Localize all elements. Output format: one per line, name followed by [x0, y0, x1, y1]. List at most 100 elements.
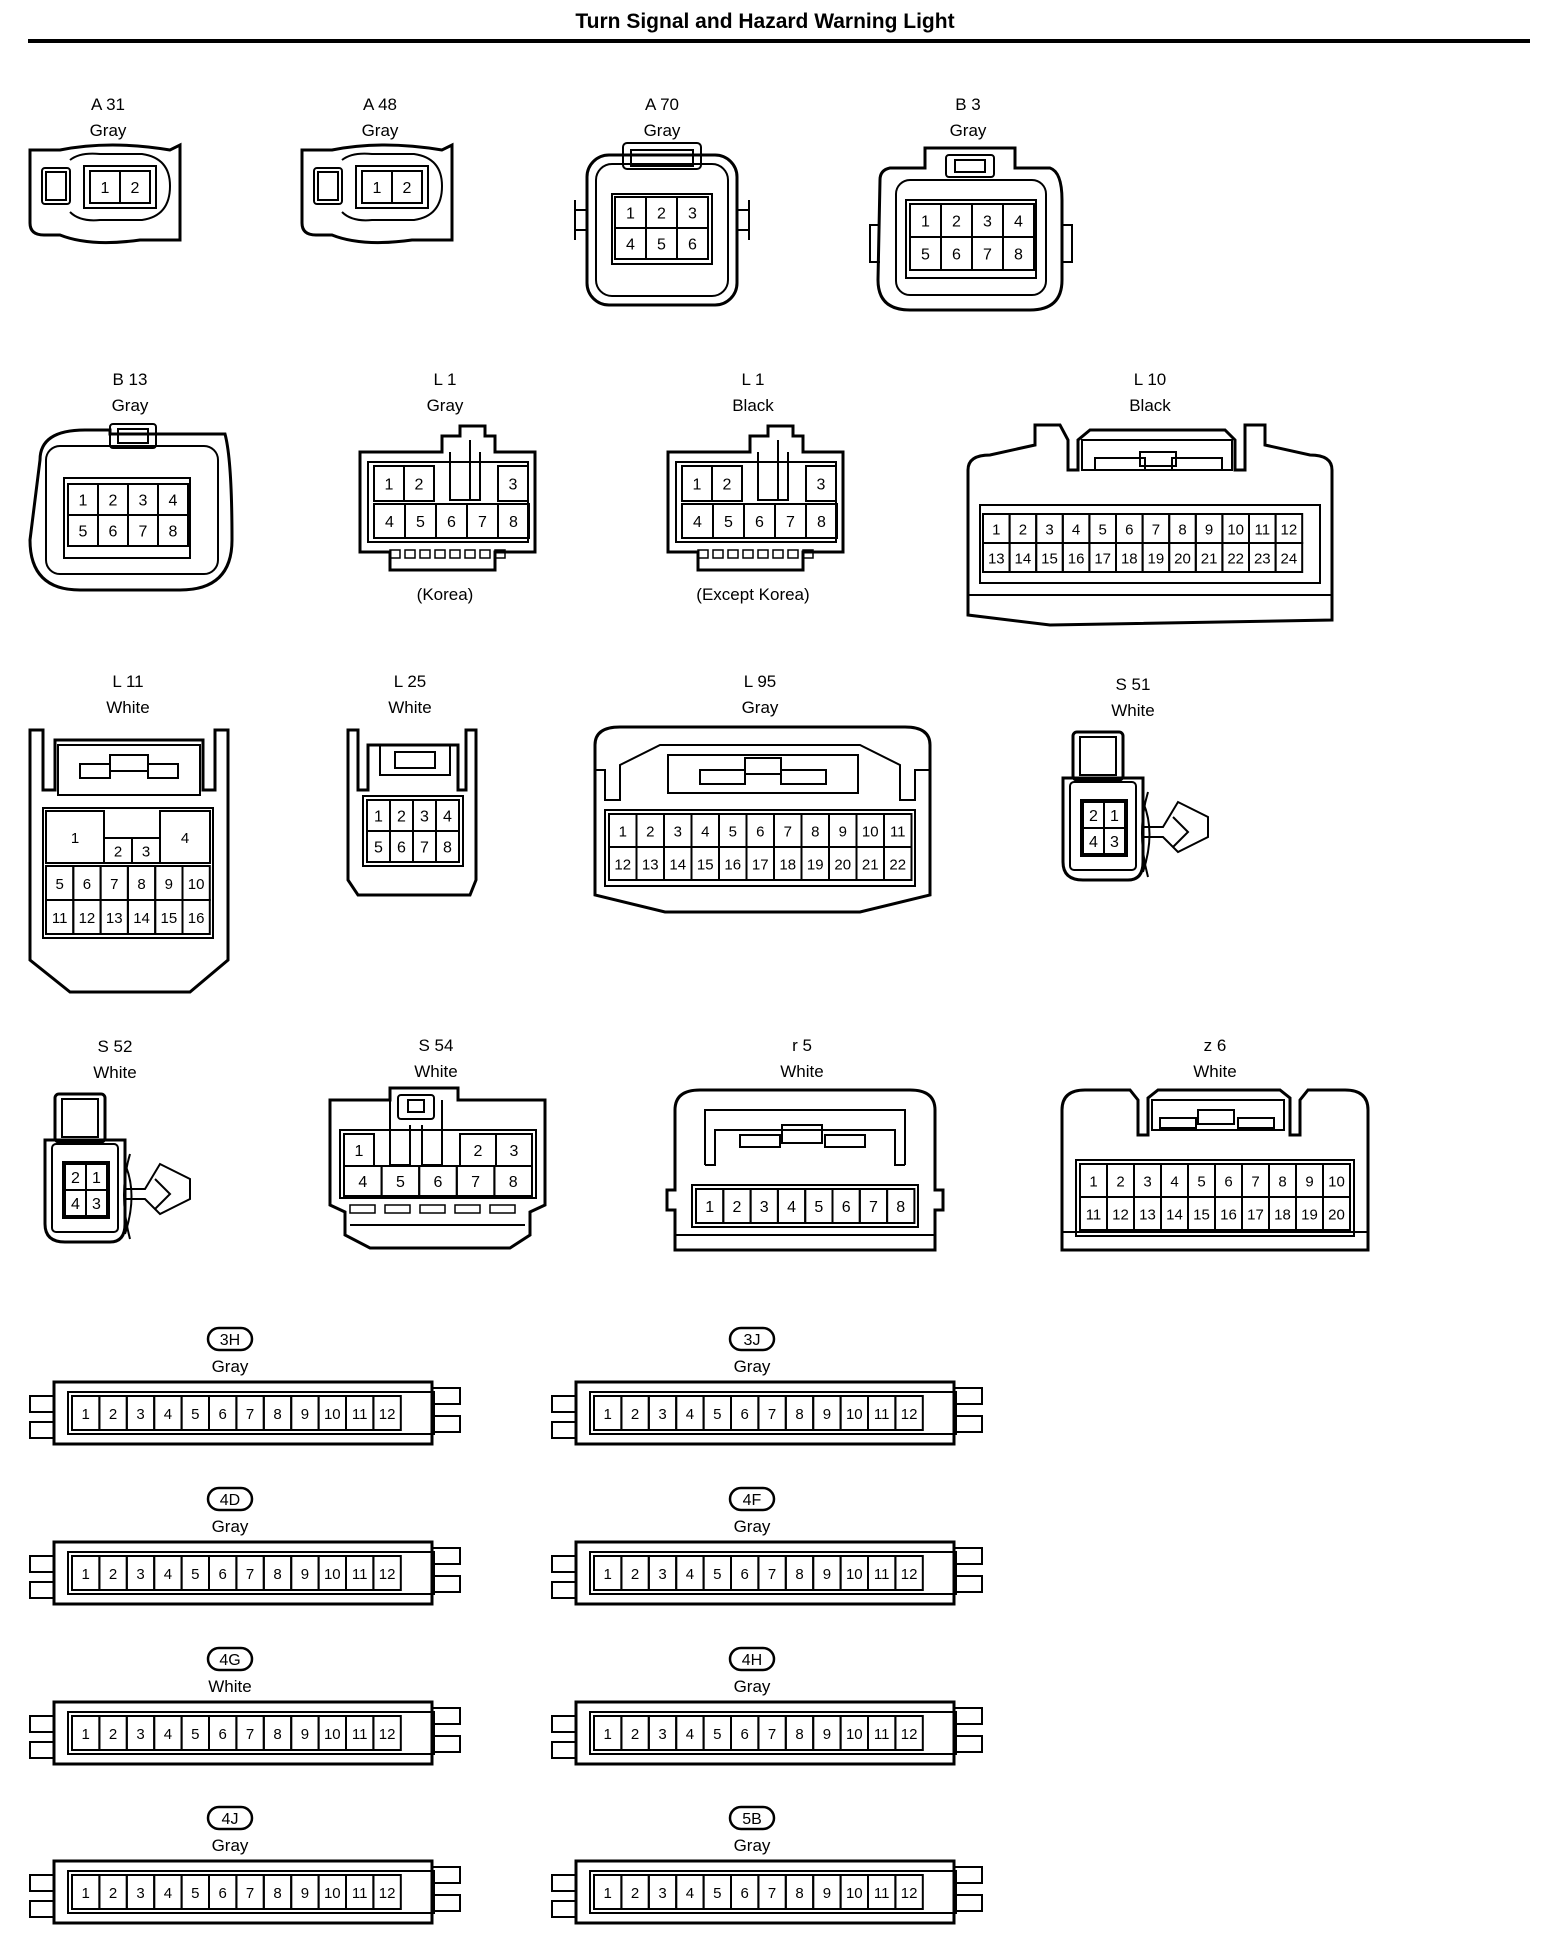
pin-label: 3: [674, 824, 682, 841]
pin-label: 3: [1110, 834, 1119, 851]
pin-label: 8: [1178, 522, 1186, 539]
pin-label: 10: [862, 824, 879, 841]
pin-label: 7: [784, 824, 792, 841]
junction-pin-label: 9: [823, 1726, 831, 1743]
junction-pin-label: 6: [219, 1406, 227, 1423]
junction-pin-label: 10: [324, 1885, 341, 1902]
junction-pin-label: 9: [301, 1406, 309, 1423]
connector-color: Gray: [427, 396, 464, 415]
connector-color: White: [780, 1062, 823, 1081]
pin-label: 16: [188, 910, 205, 927]
pin-label: 4: [1089, 834, 1098, 851]
junction-pin-label: 11: [874, 1566, 890, 1583]
pin-label: 10: [188, 876, 205, 893]
pin-label: 19: [807, 857, 824, 874]
pin-label: 2: [397, 809, 406, 826]
junction-pin-label: 7: [246, 1406, 254, 1423]
junction-pin-label: 1: [82, 1566, 90, 1583]
junction-pin-label: 8: [795, 1406, 803, 1423]
junction-pin-label: 3: [136, 1566, 144, 1583]
pin-label: 1: [355, 1143, 364, 1160]
pin-label: 5: [1197, 1174, 1205, 1191]
connector-id: r 5: [792, 1036, 812, 1055]
pin-label: 14: [1166, 1207, 1183, 1224]
connector-color: Black: [1129, 396, 1171, 415]
junction-pin-label: 5: [713, 1406, 721, 1423]
pin-label: 14: [133, 910, 150, 927]
pin-label: 1: [92, 1170, 101, 1187]
pin-label: 2: [415, 477, 424, 494]
pin-label: 2: [474, 1143, 483, 1160]
pin-label: 4: [1170, 1174, 1178, 1191]
pin-label: 6: [755, 514, 764, 531]
pin-label: 1: [693, 477, 702, 494]
junction-pin-label: 11: [352, 1406, 368, 1423]
junction-pin-label: 12: [901, 1406, 918, 1423]
pin-label: 15: [161, 910, 178, 927]
junction-color: Gray: [734, 1517, 771, 1536]
junction-code: 3H: [220, 1332, 240, 1349]
pin-label: 15: [697, 857, 714, 874]
pin-label: 6: [109, 524, 118, 541]
junction-pin-label: 10: [846, 1726, 863, 1743]
junction-pin-label: 2: [631, 1726, 639, 1743]
junction-color: Gray: [734, 1836, 771, 1855]
connector-note: (Except Korea): [696, 585, 809, 604]
pin-label: 7: [1251, 1174, 1259, 1191]
pin-label: 19: [1148, 551, 1165, 568]
junction-pin-label: 6: [219, 1726, 227, 1743]
pin-label: 2: [1089, 808, 1098, 825]
junction-pin-label: 3: [658, 1885, 666, 1902]
pin-label: 8: [1014, 247, 1023, 264]
pin-label: 3: [509, 477, 518, 494]
junction-pin-label: 7: [768, 1406, 776, 1423]
connector-color: White: [93, 1063, 136, 1082]
pin-label: 2: [114, 844, 122, 861]
pin-label: 9: [165, 876, 173, 893]
connector-id: S 52: [98, 1037, 133, 1056]
pin-label: 5: [55, 876, 63, 893]
connector-note: (Korea): [417, 585, 474, 604]
pin-label: 18: [779, 857, 796, 874]
pin-label: 3: [817, 477, 826, 494]
pin-label: 2: [657, 206, 666, 223]
junction-pin-label: 5: [713, 1885, 721, 1902]
junction-pin-label: 9: [823, 1406, 831, 1423]
pin-label: 3: [139, 493, 148, 510]
pin-label: 5: [921, 247, 930, 264]
pin-label: 8: [1278, 1174, 1286, 1191]
pin-label: 7: [471, 1174, 480, 1191]
junction-pin-label: 1: [604, 1566, 612, 1583]
pin-label: 8: [169, 524, 178, 541]
pin-label: 5: [814, 1199, 823, 1216]
pin-label: 5: [657, 237, 666, 254]
pin-label: 15: [1193, 1207, 1210, 1224]
pin-label: 4: [693, 514, 702, 531]
pin-label: 12: [614, 857, 631, 874]
connector-color: Gray: [644, 121, 681, 140]
pin-label: 1: [705, 1199, 714, 1216]
junction-color: Gray: [734, 1677, 771, 1696]
pin-label: 22: [889, 857, 906, 874]
connector-color: White: [1111, 701, 1154, 720]
connector-id: B 13: [113, 370, 148, 389]
pin-label: 2: [131, 180, 140, 197]
pin-label: 4: [1014, 214, 1023, 231]
connector-id: A 70: [645, 95, 679, 114]
junction-pin-label: 4: [686, 1885, 694, 1902]
junction-pin-label: 6: [741, 1406, 749, 1423]
pin-label: 7: [420, 840, 429, 857]
pin-label: 1: [1089, 1174, 1097, 1191]
junction-pin-label: 3: [658, 1726, 666, 1743]
pin-label: 1: [79, 493, 88, 510]
connector-color: White: [106, 698, 149, 717]
pin-label: 18: [1274, 1207, 1291, 1224]
pin-label: 20: [1174, 551, 1191, 568]
pin-label: 4: [787, 1199, 796, 1216]
